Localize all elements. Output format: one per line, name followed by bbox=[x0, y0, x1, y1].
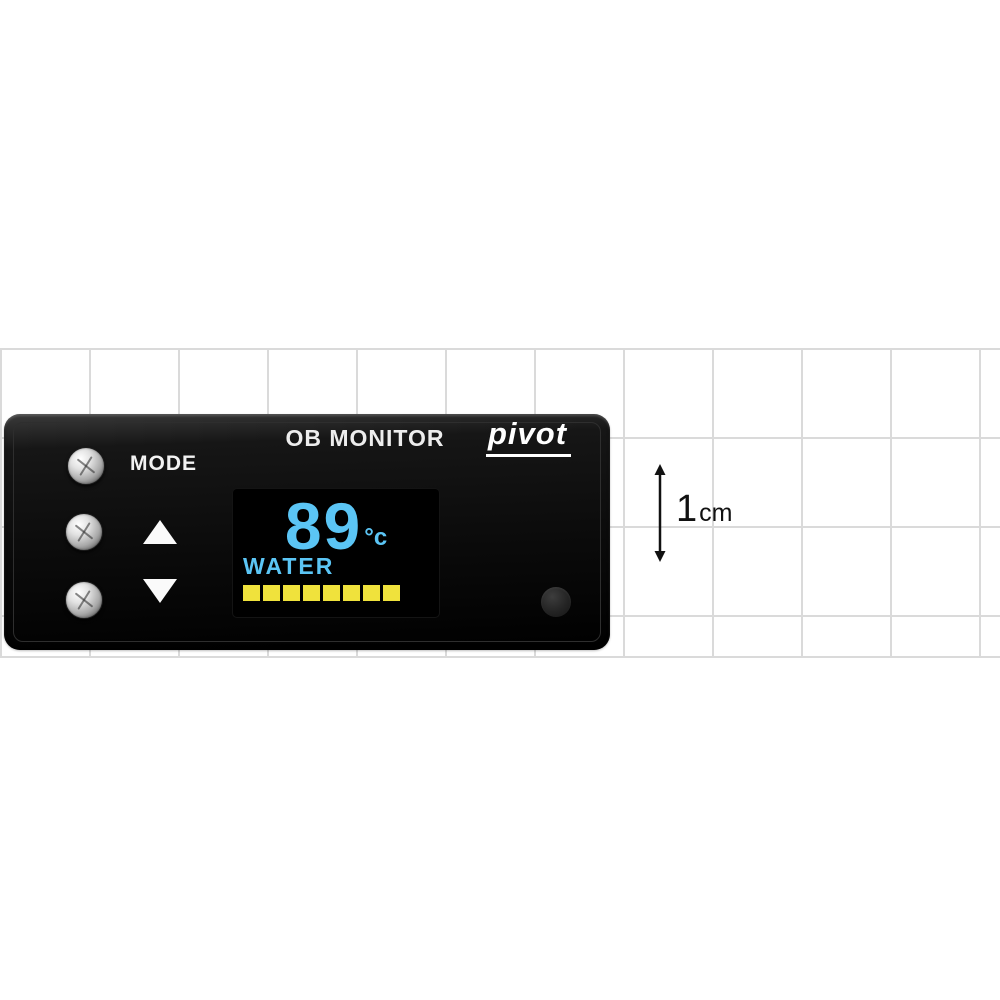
oled-display: 89°c WATER bbox=[233, 489, 439, 617]
up-button[interactable] bbox=[65, 513, 103, 551]
temperature-readout: 89°c bbox=[233, 493, 439, 559]
bar-segment bbox=[363, 585, 380, 601]
scale-number: 1 bbox=[676, 488, 698, 530]
channel-label: WATER bbox=[243, 553, 335, 579]
down-button[interactable] bbox=[65, 581, 103, 619]
brand-logo: pivot bbox=[486, 416, 572, 457]
bar-segment bbox=[343, 585, 360, 601]
device-faceplate bbox=[13, 422, 601, 642]
bar-segment bbox=[243, 585, 260, 601]
temperature-unit: °c bbox=[364, 524, 388, 551]
up-arrow-icon bbox=[143, 520, 177, 544]
bar-segment bbox=[303, 585, 320, 601]
bar-segment bbox=[263, 585, 280, 601]
sensor-dot bbox=[541, 587, 571, 617]
temperature-value: 89 bbox=[284, 489, 363, 563]
scale-label: 1cm bbox=[676, 488, 732, 531]
bar-segment bbox=[283, 585, 300, 601]
scale-arrow-icon bbox=[654, 464, 666, 562]
panel-title: OB MONITOR bbox=[285, 425, 445, 451]
bar-segment bbox=[323, 585, 340, 601]
display-bar bbox=[243, 585, 400, 601]
ob-monitor-device: MODE OB MONITOR pivot 89°c WATER bbox=[4, 414, 610, 650]
scale-unit: cm bbox=[699, 499, 733, 527]
mode-button[interactable] bbox=[67, 447, 105, 485]
down-arrow-icon bbox=[143, 579, 177, 603]
mode-label: MODE bbox=[130, 452, 197, 475]
bar-segment bbox=[383, 585, 400, 601]
